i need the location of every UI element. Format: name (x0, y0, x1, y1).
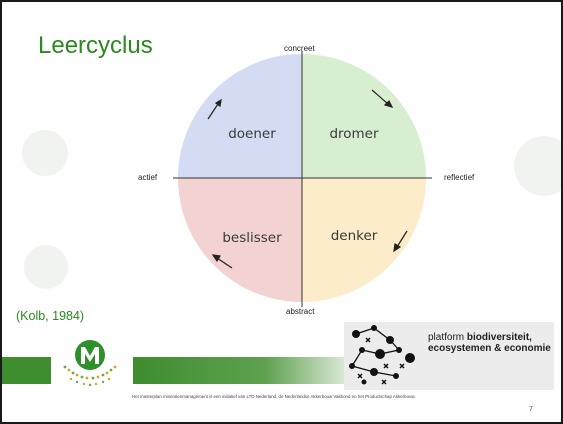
axis-label-abstract: abstract (286, 307, 315, 316)
m-logo-circle (75, 340, 105, 370)
m-logo (63, 340, 117, 387)
quadrant-denker (302, 178, 426, 302)
arrow-bottom-right-head (393, 243, 402, 253)
quadrant-doener (178, 54, 302, 178)
arrow-bottom-left-head (211, 254, 221, 263)
cycle-arrows (207, 89, 408, 269)
platform-logo-line2: ecosystemen & economie (428, 343, 551, 354)
decorative-circle-right (514, 136, 561, 196)
citation: (Kolb, 1984) (16, 309, 85, 323)
axis-label-reflectief: reflectief (444, 173, 475, 182)
label-denker: denker (331, 228, 378, 244)
arrow-top-right-head (383, 99, 394, 108)
arrow-top-left-head (214, 98, 222, 108)
arrow-top-right (371, 89, 389, 105)
axis-label-concreet: concreet (284, 44, 315, 53)
label-doener: doener (228, 126, 276, 142)
arrow-top-left (207, 103, 219, 120)
axis-label-actief: actief (138, 173, 158, 182)
platform-logo-line1-regular: platform (428, 332, 467, 343)
m-logo-letter (81, 347, 99, 364)
page-number: 7 (529, 406, 533, 413)
platform-logo-line1: platform biodiversiteit, (428, 332, 551, 343)
platform-logo-text: platform biodiversiteit, ecosystemen & e… (428, 332, 551, 354)
label-beslisser: beslisser (222, 230, 282, 246)
platform-logo-line1-bold: biodiversiteit, (466, 332, 532, 343)
slide-title: Leercyclus (38, 32, 153, 59)
m-logo-dots (63, 365, 117, 387)
green-band-left (2, 357, 51, 384)
platform-logo-line2-bold: ecosystemen & economie (428, 343, 551, 354)
footer-text: Het masterplan mineralenmanagement is ee… (132, 394, 416, 399)
decorative-circle-top-left (22, 130, 68, 176)
label-dromer: dromer (329, 126, 379, 142)
quadrant-dromer (302, 54, 426, 178)
arrow-bottom-right (396, 230, 408, 248)
platform-logo-network (349, 325, 415, 385)
decorative-circle-mid-left (24, 245, 68, 289)
quadrant-beslisser (178, 178, 302, 302)
green-band-mid (133, 357, 353, 384)
arrow-bottom-left (216, 257, 233, 269)
